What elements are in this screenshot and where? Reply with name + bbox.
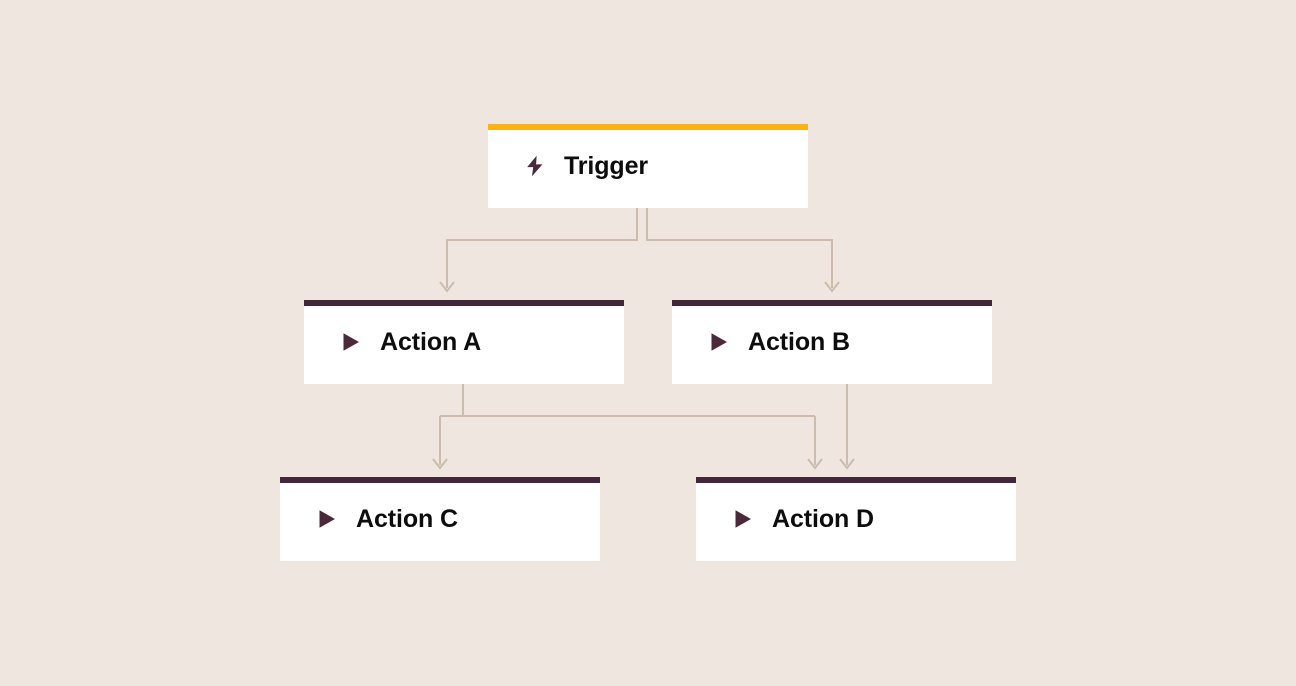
- action-accent-bar: [672, 300, 992, 306]
- node-action-c[interactable]: Action C: [280, 477, 600, 561]
- node-label: Trigger: [564, 151, 649, 180]
- node-label: Action B: [748, 327, 850, 356]
- play-triangle-icon: [338, 329, 364, 355]
- node-label: Action D: [772, 504, 874, 533]
- trigger-accent-bar: [488, 124, 808, 130]
- lightning-bolt-icon: [522, 153, 548, 179]
- play-triangle-icon: [706, 329, 732, 355]
- node-trigger[interactable]: Trigger: [488, 124, 808, 208]
- edge-trigger-to-action-a-arrowhead: [439, 281, 455, 293]
- action-accent-bar: [304, 300, 624, 306]
- edge-trigger-to-action-b: [646, 208, 833, 288]
- play-triangle-icon: [314, 506, 340, 532]
- edge-trigger-to-action-a: [446, 208, 638, 288]
- node-label: Action C: [356, 504, 458, 533]
- node-action-b[interactable]: Action B: [672, 300, 992, 384]
- node-label: Action A: [380, 327, 482, 356]
- edge-action-a-to-action-c-arrowhead: [432, 458, 448, 470]
- action-accent-bar: [696, 477, 1016, 483]
- edge-action-b-to-action-d-arrowhead: [839, 458, 855, 470]
- node-action-a[interactable]: Action A: [304, 300, 624, 384]
- edge-trigger-to-action-b-arrowhead: [824, 281, 840, 293]
- play-triangle-icon: [730, 506, 756, 532]
- edge-action-a-to-action-d-arrowhead: [807, 458, 823, 470]
- node-action-d[interactable]: Action D: [696, 477, 1016, 561]
- action-accent-bar: [280, 477, 600, 483]
